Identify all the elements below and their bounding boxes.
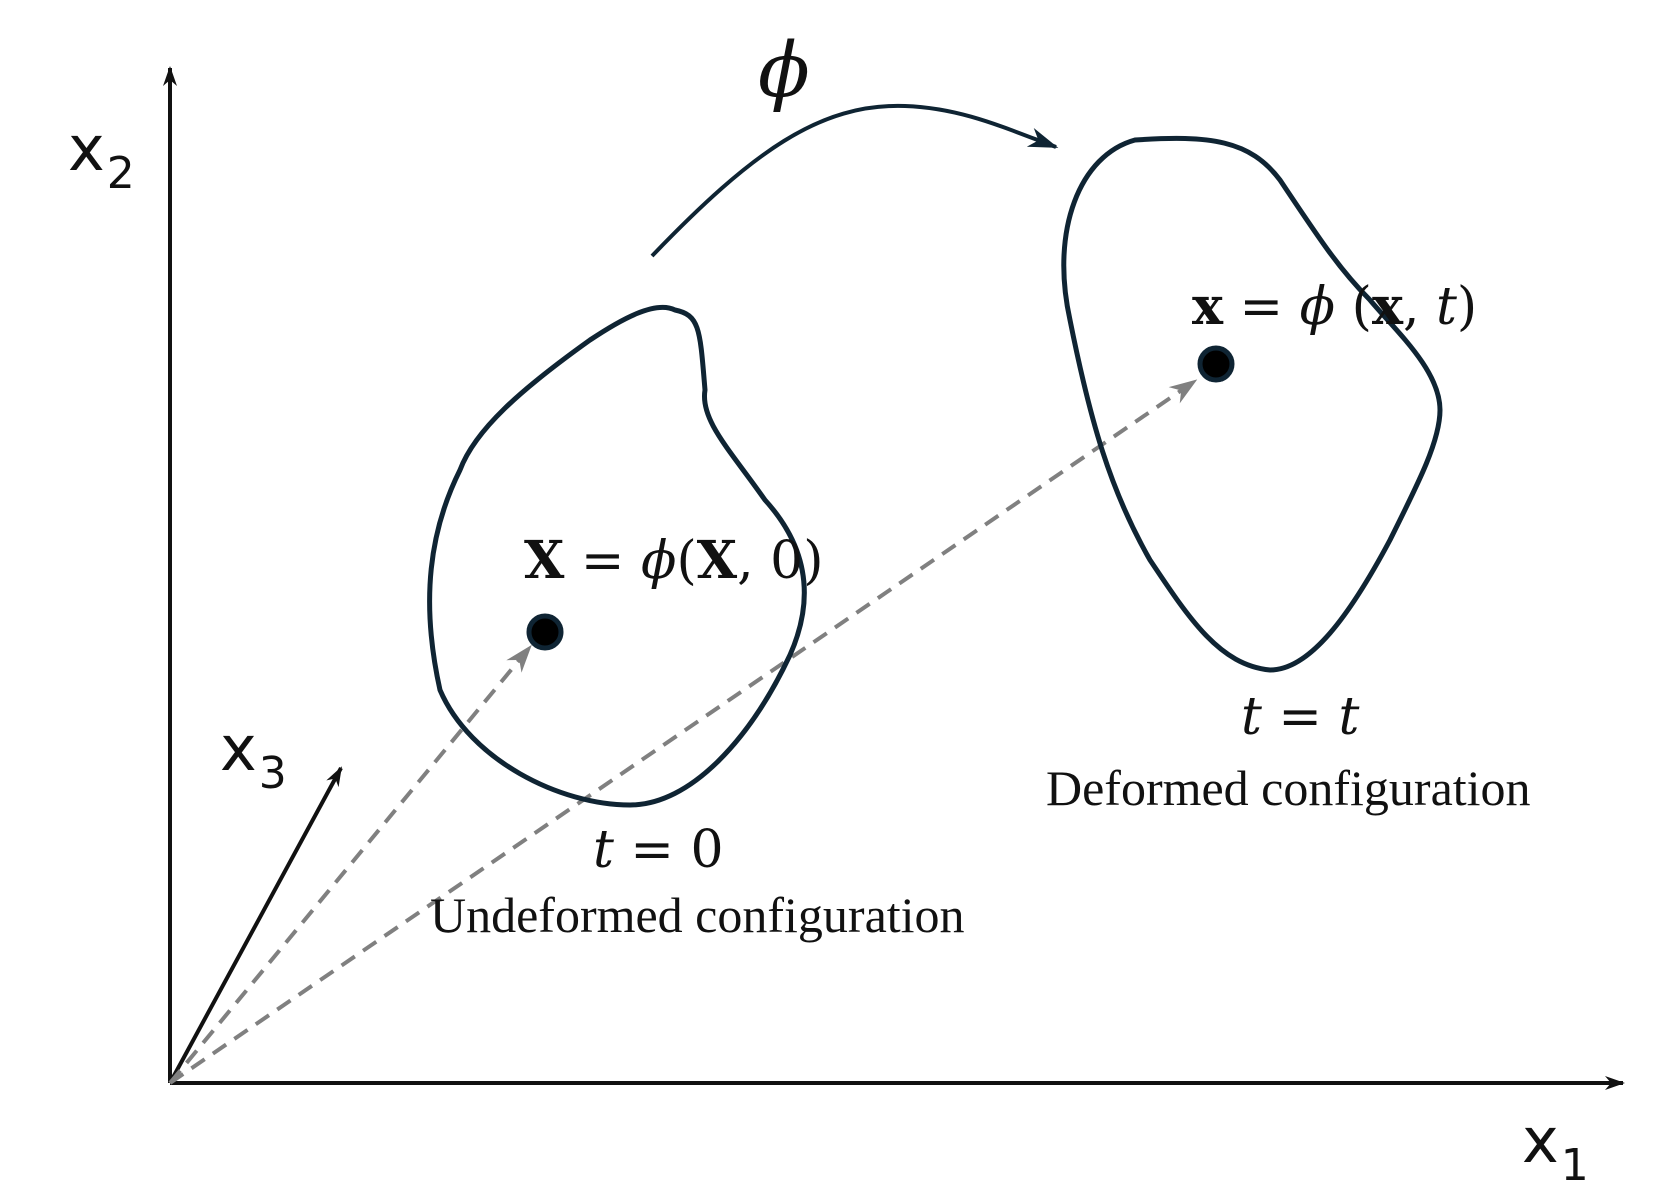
undeformed-body-outline <box>427 304 807 808</box>
mapping-arrow <box>650 103 1059 258</box>
current-point-equation: x = ϕ (x, t) <box>1192 276 1477 337</box>
reference-material-point <box>526 613 564 651</box>
current-material-point <box>1197 345 1235 383</box>
deformed-body-outline <box>1061 135 1443 673</box>
current-position-vector <box>168 379 1198 1085</box>
undeformed-time-label: t = 0 <box>593 820 724 880</box>
x3-axis <box>168 766 343 1084</box>
mapping-symbol: ϕ <box>758 25 810 114</box>
undeformed-caption: Undeformed configuration <box>430 887 965 943</box>
reference-position-vector <box>168 644 532 1085</box>
deformed-time-label: t = t <box>1241 687 1360 747</box>
x1-axis-label: x1 <box>1522 1104 1589 1191</box>
reference-point-equation: X = ϕ(X, 0) <box>524 530 824 591</box>
deformed-caption: Deformed configuration <box>1046 760 1531 816</box>
x2-axis-label: x2 <box>68 112 135 199</box>
x3-axis-label: x3 <box>220 712 287 799</box>
